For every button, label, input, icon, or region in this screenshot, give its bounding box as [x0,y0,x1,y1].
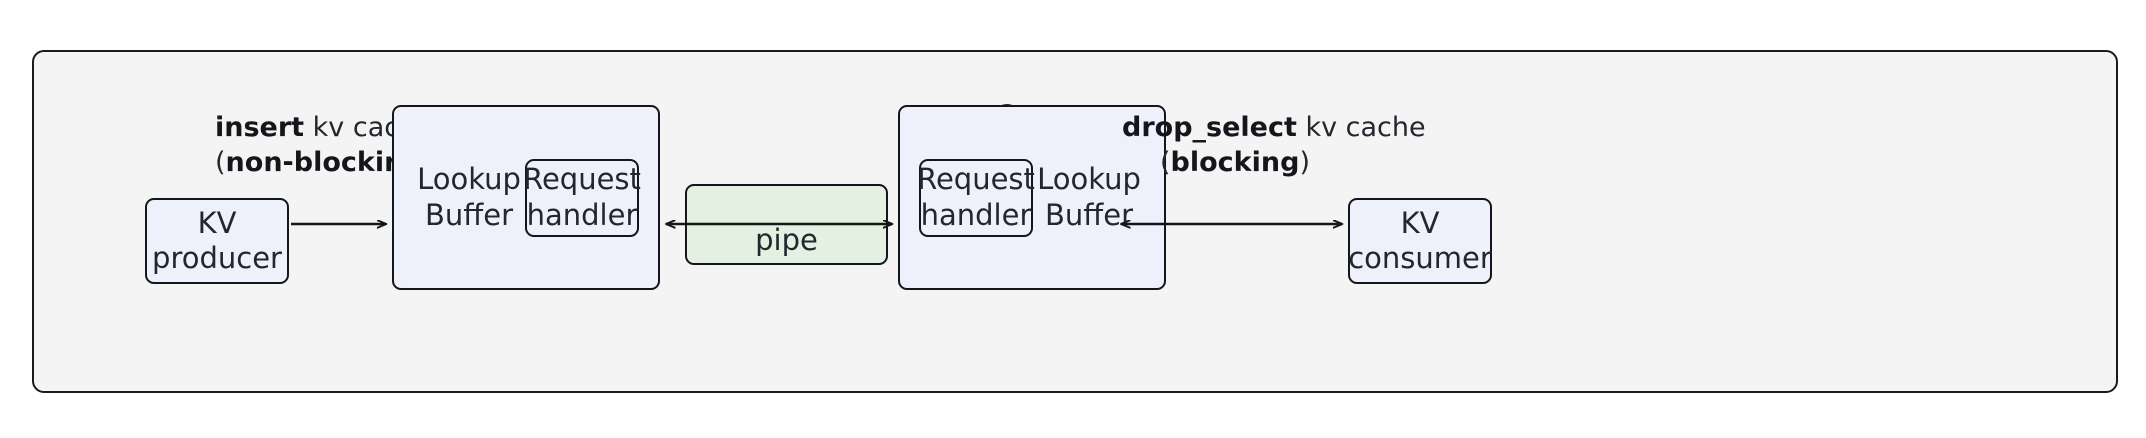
lookup-buffer-left-label: Lookup Buffer [413,162,525,233]
request-handler-left: Request handler [523,158,641,237]
edge-label-insert-paren-open: ( [215,147,226,179]
edge-label-drop-select-line1: drop_select kv cache [1122,110,1426,145]
request-handler-left-line1: Request [523,162,641,197]
kv-producer-label: KV producer [152,206,282,277]
request-handler-left-line2: handler [526,197,638,232]
lookup-buffer-right-label: Lookup Buffer [1033,162,1145,233]
pipe-node: pipe [685,184,888,265]
lookup-buffer-right-content: Lookup Buffer Request handler [900,107,1164,288]
lookup-buffer-left-content: Lookup Buffer Request handler [394,107,658,288]
edge-label-insert: insert kv cache (non-blocking) [215,110,433,180]
edge-label-drop-select-paren-close: ) [1299,147,1310,179]
kv-consumer-label-line2: consumer [1348,241,1492,275]
edge-label-drop-select-paren-open: ( [1160,147,1171,179]
lookup-buffer-left-label-line2: Buffer [424,197,514,232]
kv-producer-label-line2: producer [152,241,282,275]
request-handler-right-line1: Request [917,162,1035,197]
request-handler-right: Request handler [917,158,1035,237]
request-handler-right-label: Request handler [917,162,1035,233]
pipe-label: pipe [755,223,818,257]
edge-label-insert-line1: insert kv cache [215,110,433,145]
kv-producer-node: KV producer [145,198,289,284]
lookup-buffer-left: Lookup Buffer Request handler [392,105,660,290]
edge-label-drop-select-line2: (blocking) [1122,145,1348,180]
lookup-buffer-right: Lookup Buffer Request handler [898,105,1166,290]
lookup-buffer-right-label-line1: Lookup [1037,162,1141,197]
lookup-buffer-right-label-line2: Buffer [1044,197,1134,232]
kv-consumer-node: KV consumer [1348,198,1492,284]
edge-label-insert-line2: (non-blocking) [215,145,433,180]
lookup-buffer-left-label-line1: Lookup [417,162,521,197]
edge-label-insert-bold: insert [215,112,305,143]
edge-label-drop-select-bold2: blocking [1170,147,1300,179]
request-handler-left-label: Request handler [523,162,641,233]
edge-label-drop-select: drop_select kv cache (blocking) [1122,110,1426,180]
kv-consumer-label-line1: KV [1400,205,1440,240]
edge-label-insert-bold2: non-blocking [225,147,423,179]
kv-producer-label-line1: KV [197,205,237,240]
kv-consumer-label: KV consumer [1348,206,1492,277]
edge-label-drop-select-plain: kv cache [1296,112,1426,143]
edge-label-drop-select-bold: drop_select [1122,112,1297,143]
request-handler-right-line2: handler [920,197,1032,232]
